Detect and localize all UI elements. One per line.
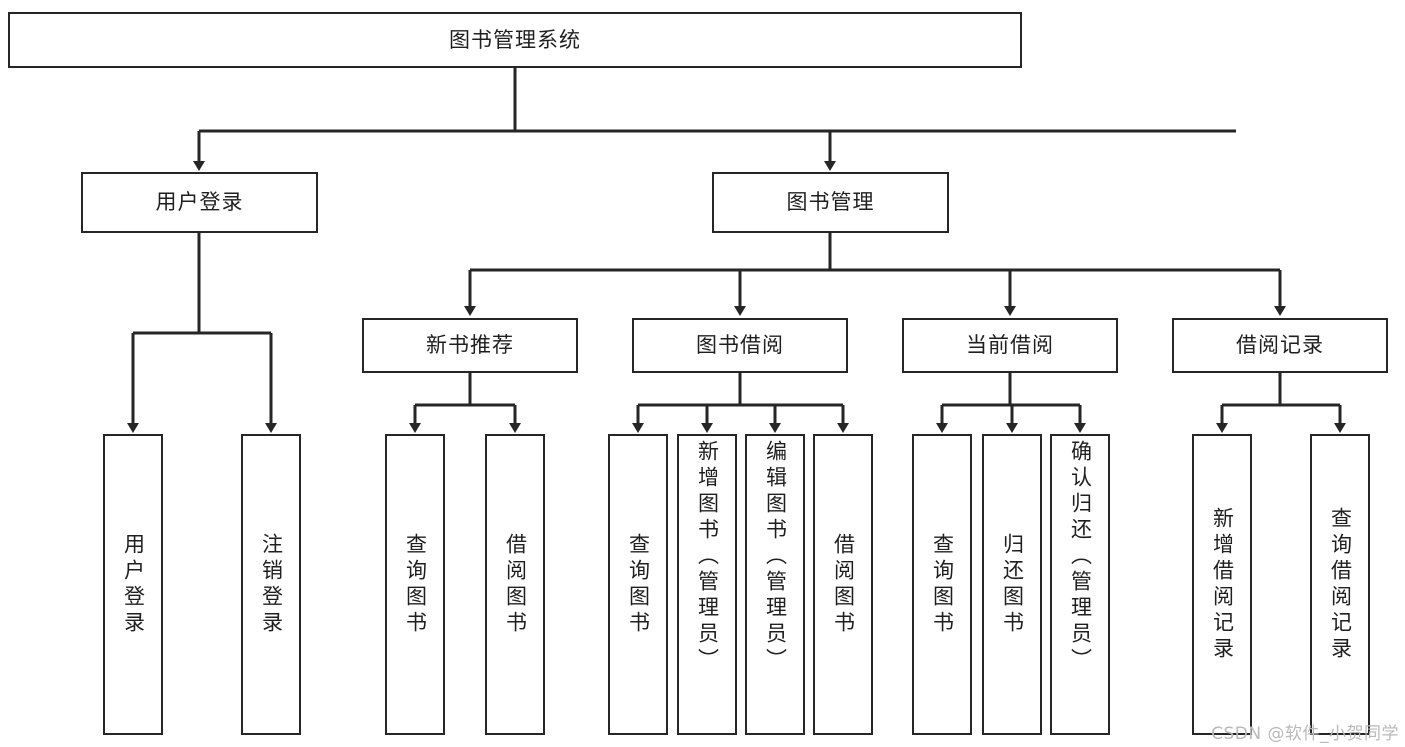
node-new-book-recommend-label: 新书推荐 bbox=[426, 333, 514, 358]
leaf-borrow-book-newbook[interactable]: 借阅图书 bbox=[485, 434, 545, 735]
leaf-return-book-label: 归还图书 bbox=[1000, 532, 1025, 637]
leaf-query-book-current-label: 查询图书 bbox=[930, 532, 955, 637]
node-borrow-records-label: 借阅记录 bbox=[1236, 333, 1324, 358]
leaf-add-book-admin-label: 新增图书（管理员） bbox=[695, 440, 720, 674]
leaf-logout-label: 注销登录 bbox=[259, 532, 284, 637]
leaf-borrow-book-newbook-label: 借阅图书 bbox=[503, 532, 528, 637]
node-current-borrow-label: 当前借阅 bbox=[966, 333, 1054, 358]
node-book-management[interactable]: 图书管理 bbox=[712, 172, 949, 233]
leaf-borrow-book-label: 借阅图书 bbox=[831, 532, 856, 637]
leaf-confirm-return-admin[interactable]: 确认归还（管理员） bbox=[1050, 434, 1110, 735]
node-book-management-label: 图书管理 bbox=[786, 190, 875, 215]
leaf-query-book-newbook[interactable]: 查询图书 bbox=[385, 434, 445, 735]
node-borrow-records[interactable]: 借阅记录 bbox=[1172, 318, 1388, 373]
node-current-borrow[interactable]: 当前借阅 bbox=[902, 318, 1118, 373]
leaf-user-login-label: 用户登录 bbox=[121, 532, 146, 637]
leaf-add-borrow-record-label: 新增借阅记录 bbox=[1210, 506, 1235, 663]
leaf-add-book-admin[interactable]: 新增图书（管理员） bbox=[677, 434, 737, 735]
node-book-borrow[interactable]: 图书借阅 bbox=[632, 318, 848, 373]
leaf-logout[interactable]: 注销登录 bbox=[241, 434, 301, 735]
node-new-book-recommend[interactable]: 新书推荐 bbox=[362, 318, 578, 373]
node-user-login[interactable]: 用户登录 bbox=[81, 172, 318, 233]
leaf-query-book-borrow-label: 查询图书 bbox=[626, 532, 651, 637]
node-user-login-label: 用户登录 bbox=[155, 190, 244, 215]
leaf-query-book-newbook-label: 查询图书 bbox=[403, 532, 428, 637]
leaf-user-login[interactable]: 用户登录 bbox=[103, 434, 163, 735]
node-root[interactable]: 图书管理系统 bbox=[8, 12, 1022, 68]
leaf-query-book-borrow[interactable]: 查询图书 bbox=[608, 434, 668, 735]
leaf-return-book[interactable]: 归还图书 bbox=[982, 434, 1042, 735]
leaf-borrow-book[interactable]: 借阅图书 bbox=[813, 434, 873, 735]
leaf-query-borrow-record-label: 查询借阅记录 bbox=[1328, 506, 1353, 663]
leaf-edit-book-admin-label: 编辑图书（管理员） bbox=[763, 440, 788, 674]
watermark-text: CSDN @软件_小贺同学 bbox=[1211, 724, 1399, 744]
leaf-edit-book-admin[interactable]: 编辑图书（管理员） bbox=[745, 434, 805, 735]
leaf-query-borrow-record[interactable]: 查询借阅记录 bbox=[1310, 434, 1370, 735]
leaf-add-borrow-record[interactable]: 新增借阅记录 bbox=[1192, 434, 1252, 735]
leaf-query-book-current[interactable]: 查询图书 bbox=[912, 434, 972, 735]
leaf-confirm-return-admin-label: 确认归还（管理员） bbox=[1068, 440, 1093, 674]
node-root-label: 图书管理系统 bbox=[449, 27, 581, 52]
node-book-borrow-label: 图书借阅 bbox=[696, 333, 784, 358]
